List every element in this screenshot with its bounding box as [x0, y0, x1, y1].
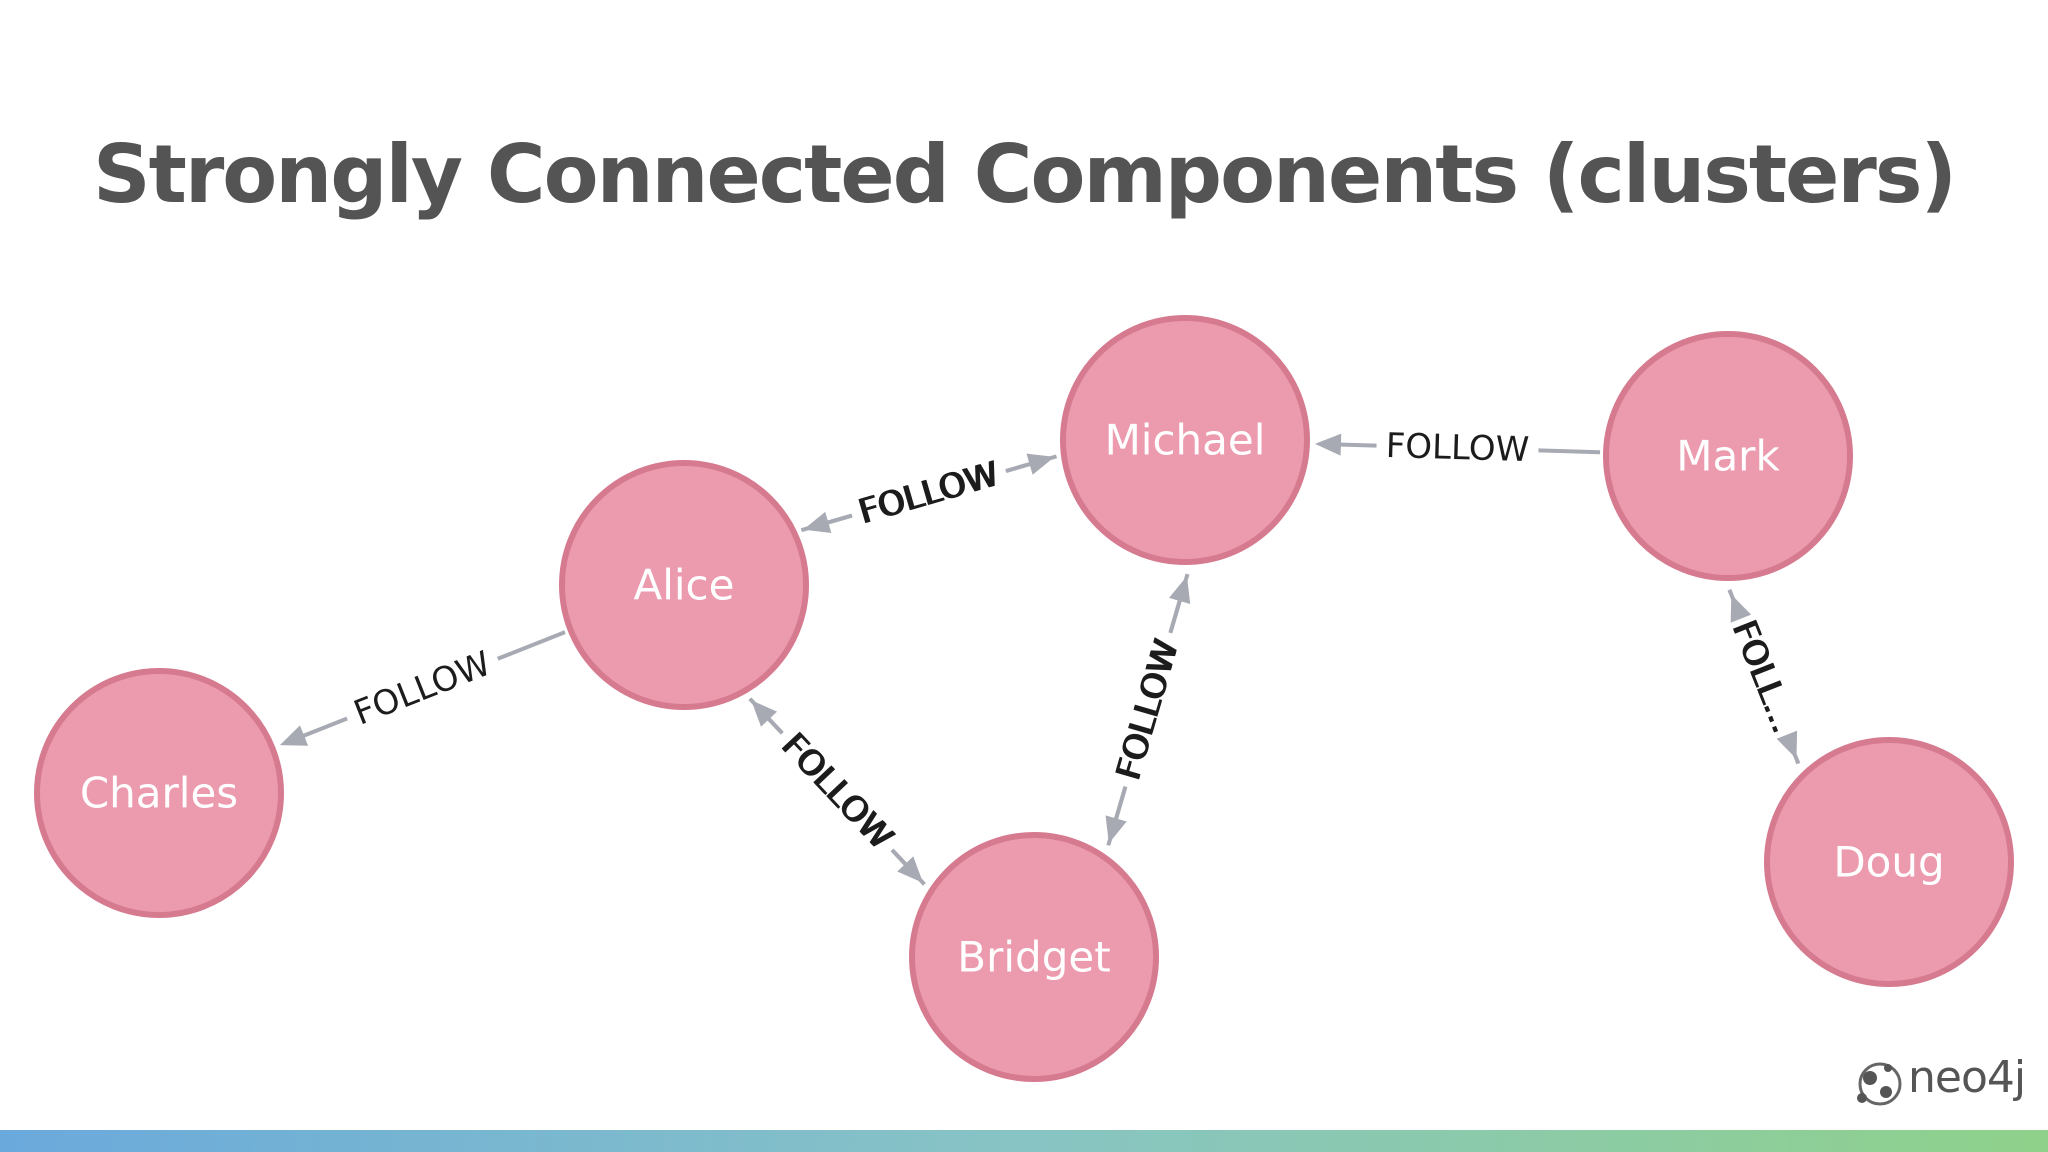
logo-text: neo4j: [1908, 1052, 2026, 1103]
arrowhead-icon: [1730, 594, 1752, 623]
arrowhead-icon: [279, 725, 309, 746]
edge-line: [891, 849, 926, 886]
neo4j-logo-icon: [1857, 1062, 1902, 1106]
node-circle[interactable]: [1603, 331, 1853, 581]
edge-label: FOLLOW: [774, 726, 901, 858]
node-label: Michael: [1105, 416, 1266, 465]
node-mark[interactable]: Mark: [1603, 331, 1853, 581]
edge-line: [1538, 448, 1601, 455]
edge-line: [1007, 454, 1058, 473]
node-label: Mark: [1676, 432, 1780, 481]
arrowhead-icon: [803, 511, 832, 533]
arrowhead-icon: [1314, 433, 1342, 456]
edge-alice-to-charles: FOLLOW: [279, 630, 566, 746]
bottom-gradient-bar: [0, 1130, 2048, 1152]
node-doug[interactable]: Doug: [1764, 737, 2014, 987]
edges-layer: FOLLOWFOLLOWFOLLOWFOLLOWFOLLOWFOLLOWFOLL…: [279, 426, 1804, 886]
edge-michael-to-alice: FOLLOW: [803, 454, 1058, 533]
edge-bridget-to-alice: FOLLOW: [751, 700, 926, 886]
node-label: Doug: [1833, 838, 1944, 887]
edge-label: FOLLOW: [348, 644, 496, 734]
arrowhead-icon: [751, 700, 778, 727]
edge-michael-to-bridget: FOLLOW: [1105, 573, 1190, 844]
node-bridget[interactable]: Bridget: [909, 832, 1159, 1082]
edge-line: [1168, 573, 1190, 632]
node-label: Charles: [80, 769, 238, 818]
edge-line: [1795, 759, 1801, 765]
node-circle[interactable]: [34, 668, 284, 918]
node-michael[interactable]: Michael: [1060, 315, 1310, 565]
edge-label: FOLLOW: [855, 454, 1004, 532]
edge-label: FOLL...: [1724, 616, 1804, 739]
edge-mark-to-michael: FOLLOW: [1314, 426, 1601, 470]
neo4j-logo: neo4j: [1852, 1048, 2026, 1118]
arrowhead-icon: [1776, 730, 1798, 759]
node-alice[interactable]: Alice: [559, 460, 809, 710]
node-circle[interactable]: [559, 460, 809, 710]
node-charles[interactable]: Charles: [34, 668, 284, 918]
arrowhead-icon: [1105, 815, 1127, 844]
slide-title: Strongly Connected Components (clusters): [92, 128, 1957, 221]
node-circle[interactable]: [909, 832, 1159, 1082]
node-circle[interactable]: [1060, 315, 1310, 565]
edge-label: FOLLOW: [1109, 634, 1188, 783]
node-label: Alice: [633, 561, 734, 610]
node-label: Bridget: [957, 933, 1110, 982]
edge-line: [496, 630, 566, 661]
edge-label: FOLLOW: [1385, 426, 1529, 470]
node-circle[interactable]: [1764, 737, 2014, 987]
